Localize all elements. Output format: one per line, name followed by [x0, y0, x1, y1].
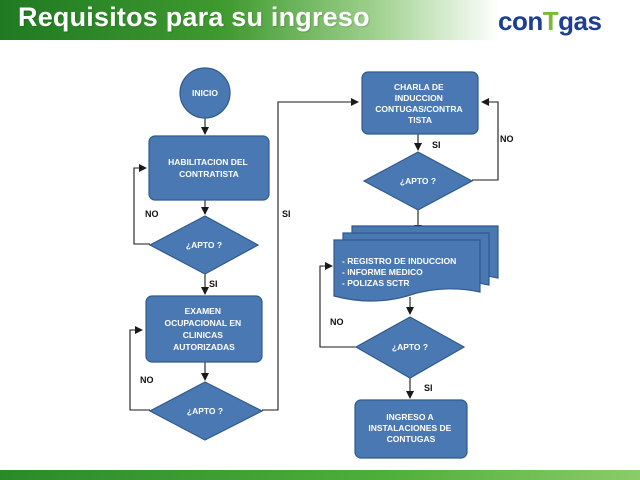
branch-si-3: SI [432, 140, 441, 150]
examen-line-3: CLINICAS [183, 330, 223, 340]
arrow-apto1-no [133, 164, 150, 245]
branch-no-4: NO [330, 317, 344, 327]
decision-2: ¿APTO ? [148, 381, 264, 441]
page-title: Requisitos para su ingreso [18, 2, 370, 32]
logo-prefix: con [498, 6, 543, 36]
decision-2-diamond [148, 381, 264, 441]
decision-4: ¿APTO ? [354, 316, 466, 379]
charla-label: CHARLA DE INDUCCION CONTUGAS/CONTRA TIST… [375, 82, 464, 125]
examen-box [145, 295, 263, 363]
examen-line-2: OCUPACIONAL EN [164, 318, 241, 328]
decision-4-label: ¿APTO ? [392, 342, 428, 352]
charla-line-1: CHARLA DE [394, 82, 444, 92]
ingreso-line-3: CONTUGAS [387, 434, 436, 444]
title-bar: Requisitos para su ingreso conTgas [0, 0, 640, 40]
documents-label: - REGISTRO DE INDUCCION - INFORME MEDICO… [342, 256, 459, 288]
ingreso-box [354, 399, 468, 459]
start-label: INICIO [192, 88, 218, 98]
habilitacion-line-2: CONTRATISTA [179, 169, 239, 179]
decision-2-label: ¿APTO ? [187, 406, 223, 416]
charla-line-4: TISTA [408, 115, 432, 125]
branch-no-2: NO [140, 375, 154, 385]
charla-box [361, 71, 479, 135]
documents-line-1: - REGISTRO DE INDUCCION [342, 256, 456, 266]
examen-line-4: AUTORIZADAS [173, 342, 235, 352]
arrow-apto4-no [319, 262, 356, 348]
branch-no-1: NO [145, 209, 159, 219]
decision-1: ¿APTO ? [148, 215, 260, 275]
branch-no-3: NO [500, 134, 514, 144]
habilitacion-box [148, 135, 270, 201]
documents-node: - REGISTRO DE INDUCCION - INFORME MEDICO… [333, 225, 499, 302]
branch-si-1: SI [209, 279, 218, 289]
habilitacion-line-1: HABILITACION DEL [168, 157, 248, 167]
documents-line-2: - INFORME MEDICO [342, 267, 423, 277]
habilitacion-node: HABILITACION DEL CONTRATISTA [148, 135, 270, 201]
decision-4-diamond [354, 316, 466, 379]
arrow-apto2-no [129, 326, 150, 411]
ingreso-line-1: INGRESO A [386, 412, 433, 422]
ingreso-line-2: INSTALACIONES DE [368, 423, 451, 433]
arrow-apto3-no [472, 98, 499, 181]
document-front [333, 239, 481, 302]
decision-1-label: ¿APTO ? [186, 240, 222, 250]
decision-3-diamond [362, 151, 474, 211]
charla-line-2: INDUCCION [395, 93, 443, 103]
logo-mark: T [542, 6, 559, 36]
documents-line-3: - POLIZAS SCTR [342, 278, 410, 288]
decision-3: ¿APTO ? [362, 151, 474, 211]
branch-si-4: SI [424, 383, 433, 393]
decision-3-label: ¿APTO ? [400, 176, 436, 186]
charla-node: CHARLA DE INDUCCION CONTUGAS/CONTRA TIST… [361, 71, 479, 135]
examen-node: EXAMEN OCUPACIONAL EN CLINICAS AUTORIZAD… [145, 295, 263, 363]
branch-labels: NO SI NO SI SI NO NO SI [140, 134, 514, 393]
start-circle [179, 67, 231, 119]
start-node: INICIO [179, 67, 231, 119]
connectors [129, 98, 499, 411]
examen-label: EXAMEN OCUPACIONAL EN CLINICAS AUTORIZAD… [164, 306, 243, 352]
branch-si-2: SI [282, 209, 291, 219]
contugas-logo: conTgas [498, 6, 602, 37]
ingreso-node: INGRESO A INSTALACIONES DE CONTUGAS [354, 399, 468, 459]
examen-line-1: EXAMEN [185, 306, 221, 316]
logo-suffix: gas [558, 6, 602, 36]
decision-1-diamond [148, 215, 260, 275]
arrow-apto2-si [262, 98, 359, 411]
habilitacion-label: HABILITACION DEL CONTRATISTA [168, 157, 250, 179]
charla-line-3: CONTUGAS/CONTRA [375, 104, 462, 114]
footer-bar [0, 470, 640, 480]
ingreso-label: INGRESO A INSTALACIONES DE CONTUGAS [368, 412, 453, 444]
